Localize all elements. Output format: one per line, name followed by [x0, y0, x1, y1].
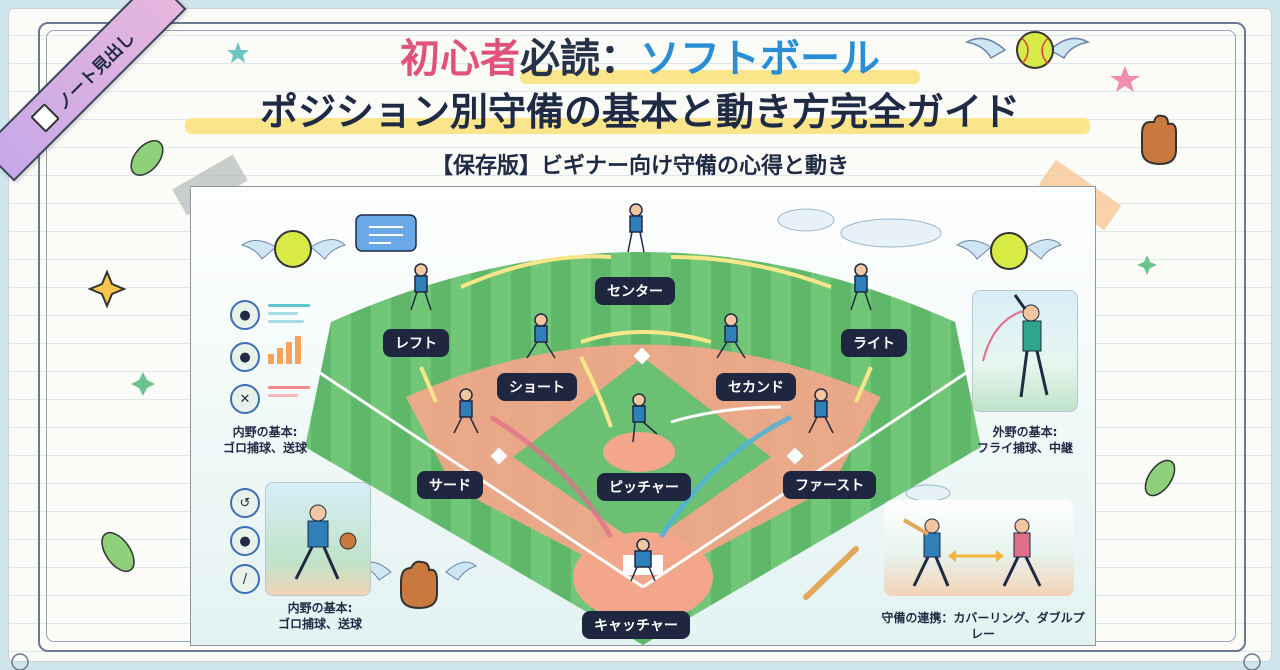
softball-circle-icon: ●: [230, 300, 260, 330]
caption-line: 内野の基本:: [232, 425, 298, 439]
caption-infield-top: 内野の基本: ゴロ捕球、送球: [210, 424, 320, 456]
chat-bubble-icon: [355, 214, 417, 252]
throw-icon: ↺: [230, 488, 260, 518]
page-title: 初心者必読：ソフトボール: [0, 34, 1280, 84]
bar-chart-icon: [268, 336, 304, 364]
label-second: セカンド: [716, 373, 796, 401]
pitchers-mound: [603, 432, 675, 472]
softball-icon: [274, 230, 312, 268]
softball-icon: [990, 232, 1028, 270]
label-short: ショート: [497, 373, 577, 401]
title-highlight: [520, 70, 920, 84]
caption-line: 内野の基本:: [287, 601, 353, 615]
title2-highlight: [185, 118, 1090, 134]
caption-outfield: 外野の基本: フライ捕球、中継: [960, 424, 1090, 456]
label-first: ファースト: [783, 471, 877, 499]
home-plate-area: [573, 532, 713, 622]
star-icon: [1110, 66, 1140, 92]
sparkle-icon: [131, 372, 155, 396]
first-base: [786, 447, 804, 465]
sparkle-icon: [87, 269, 127, 309]
label-third: サード: [417, 471, 483, 499]
caption-line: フライ捕球、中継: [976, 441, 1073, 455]
leaf-icon: [1144, 459, 1176, 497]
text-lines-decoration: [268, 386, 310, 402]
crossed-bats-icon: ✕: [230, 384, 260, 414]
throw-arrow-left: [489, 414, 614, 539]
page-subtitle: 【保存版】ビギナー向け守備の心得と動き: [430, 154, 849, 179]
sparkle-icon: [1137, 255, 1157, 275]
caption-line: ゴロ捕球、送球: [277, 617, 362, 631]
third-base: [490, 447, 508, 465]
softball-circle-icon: ●: [230, 342, 260, 372]
winged-ball-right: [955, 232, 1062, 270]
title-part-beginner: 初心者: [400, 36, 520, 82]
caption-line: ゴロ捕球、送球: [222, 441, 307, 455]
star-icon: [227, 42, 249, 63]
label-center: センター: [595, 277, 675, 305]
movement-arrows: [419, 254, 873, 428]
caption-infield-bottom: 内野の基本: ゴロ捕球、送球: [250, 600, 390, 632]
throw-arrow-right: [658, 405, 793, 539]
label-right: ライト: [841, 329, 907, 357]
leaf-icon: [130, 140, 164, 176]
caption-teamwork: 守備の連携：カバーリング、ダブルプレー: [881, 611, 1085, 641]
glove-icon: [1141, 114, 1177, 166]
label-pitcher: ピッチャー: [597, 473, 691, 501]
label-left: レフト: [383, 329, 449, 357]
bat-icon: [803, 546, 859, 600]
teamwork-illustration: [884, 500, 1074, 596]
glove-icon: [400, 560, 438, 610]
leaf-icon: [101, 531, 135, 573]
second-base: [633, 347, 651, 365]
label-catcher: キャッチャー: [582, 611, 690, 639]
caption-line: 外野の基本:: [992, 425, 1058, 439]
text-lines-decoration: [268, 304, 310, 328]
softball-circle-icon: ●: [230, 526, 260, 556]
players: [410, 203, 872, 582]
title-part-softball: ソフトボール: [640, 36, 880, 82]
bat-circle-icon: /: [230, 564, 260, 594]
infield-player-illustration: [265, 482, 371, 596]
page-title-line2: ポジション別守備の基本と動き方完全ガイド: [259, 90, 1020, 134]
winged-ball-left: [240, 230, 346, 268]
title-part-must-read: 必読：: [520, 36, 640, 82]
outfield-player-illustration: [972, 290, 1078, 412]
